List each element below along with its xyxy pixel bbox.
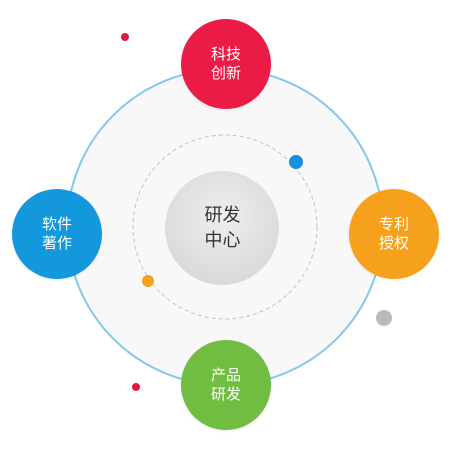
node-patent-line2: 授权 bbox=[378, 234, 409, 252]
node-product-line1: 产品 bbox=[210, 366, 241, 384]
node-tech-line2: 创新 bbox=[210, 64, 241, 82]
inner-dashed-ring bbox=[132, 134, 318, 320]
node-product-rd: 产品 研发 bbox=[181, 340, 271, 430]
gray-dot bbox=[376, 310, 392, 326]
node-patent-line1: 专利 bbox=[378, 215, 409, 233]
orange-orbit-dot bbox=[142, 275, 154, 287]
center-label: 研发 中心 bbox=[165, 170, 280, 285]
node-software-line2: 著作 bbox=[41, 234, 72, 252]
node-tech-line1: 科技 bbox=[210, 45, 241, 63]
node-tech-innovation: 科技 创新 bbox=[181, 19, 271, 109]
node-product-line2: 研发 bbox=[210, 385, 241, 403]
blue-orbit-dot bbox=[289, 155, 303, 169]
red-dot-top bbox=[121, 33, 129, 41]
center-circle bbox=[165, 171, 279, 285]
node-software-line1: 软件 bbox=[41, 215, 72, 233]
center-label-line2: 中心 bbox=[204, 229, 241, 251]
node-patent-license: 专利 授权 bbox=[349, 189, 439, 279]
node-software-copyright: 软件 著作 bbox=[12, 189, 102, 279]
center-label-line1: 研发 bbox=[204, 204, 241, 226]
red-dot-bottom bbox=[132, 383, 140, 391]
